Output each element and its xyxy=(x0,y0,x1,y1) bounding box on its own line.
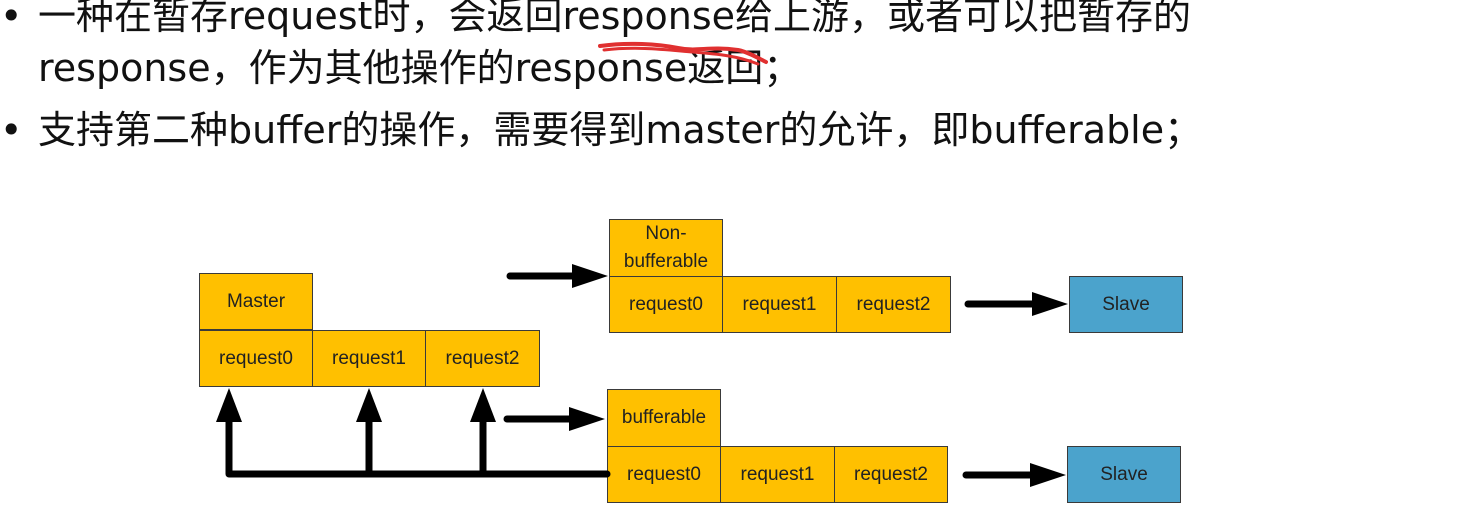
slave-top-box: Slave xyxy=(1069,276,1183,333)
nonbuf-request0-label: request0 xyxy=(629,293,703,315)
nonbufferable-box: Non- bufferable xyxy=(609,219,723,277)
bufferable-label: bufferable xyxy=(621,407,707,428)
bullet-1-text-b: response，作为其他操作的response返回； xyxy=(38,46,802,90)
master-label: Master xyxy=(226,290,286,312)
master-request1-label: request1 xyxy=(332,347,406,369)
nonbuf-request2: request2 xyxy=(836,276,951,333)
response-return-path xyxy=(216,388,611,478)
master-request2: request2 xyxy=(425,330,540,387)
slave-bottom-box: Slave xyxy=(1067,446,1181,503)
bullet-1-line-2: response，作为其他操作的response返回； xyxy=(38,44,801,92)
arrow-to-slave-bottom xyxy=(962,463,1066,487)
arrow-into-bufferable xyxy=(503,407,605,431)
buf-request1-label: request1 xyxy=(740,463,815,485)
nonbuf-request0: request0 xyxy=(609,276,723,333)
bufferable-box: bufferable xyxy=(607,389,721,447)
slave-top-label: Slave xyxy=(1102,293,1150,315)
nonbuf-request2-label: request2 xyxy=(856,293,931,315)
bullet-dot: • xyxy=(0,108,23,152)
nonbuf-request1: request1 xyxy=(722,276,837,333)
nonbuf-request1-label: request1 xyxy=(742,293,817,315)
buf-request0: request0 xyxy=(607,446,721,503)
master-request0: request0 xyxy=(199,330,313,387)
bullet-1-line-1: • 一种在暂存request时，会返回response给上游，或者可以把暂存的 xyxy=(0,0,1191,40)
arrow-to-slave-top xyxy=(964,292,1068,316)
bullet-2-text: 支持第二种buffer的操作，需要得到master的允许，即bufferable… xyxy=(38,108,1203,152)
buf-request2: request2 xyxy=(834,446,948,503)
master-request0-label: request0 xyxy=(219,347,293,369)
nonbufferable-label: Non- bufferable xyxy=(623,223,709,272)
master-box: Master xyxy=(199,273,313,330)
bullet-1-text-a: 一种在暂存request时，会返回response给上游，或者可以把暂存的 xyxy=(38,0,1192,38)
master-request2-label: request2 xyxy=(445,347,520,369)
bullet-2: • 支持第二种buffer的操作，需要得到master的允许，即bufferabl… xyxy=(0,106,1202,154)
slave-bottom-label: Slave xyxy=(1100,463,1148,485)
bullet-dot: • xyxy=(0,0,23,38)
red-scribble-annotation xyxy=(598,41,768,66)
buf-request1: request1 xyxy=(720,446,835,503)
buf-request0-label: request0 xyxy=(627,463,701,485)
master-request1: request1 xyxy=(312,330,426,387)
buf-request2-label: request2 xyxy=(854,463,928,485)
arrow-into-nonbufferable xyxy=(506,264,608,288)
